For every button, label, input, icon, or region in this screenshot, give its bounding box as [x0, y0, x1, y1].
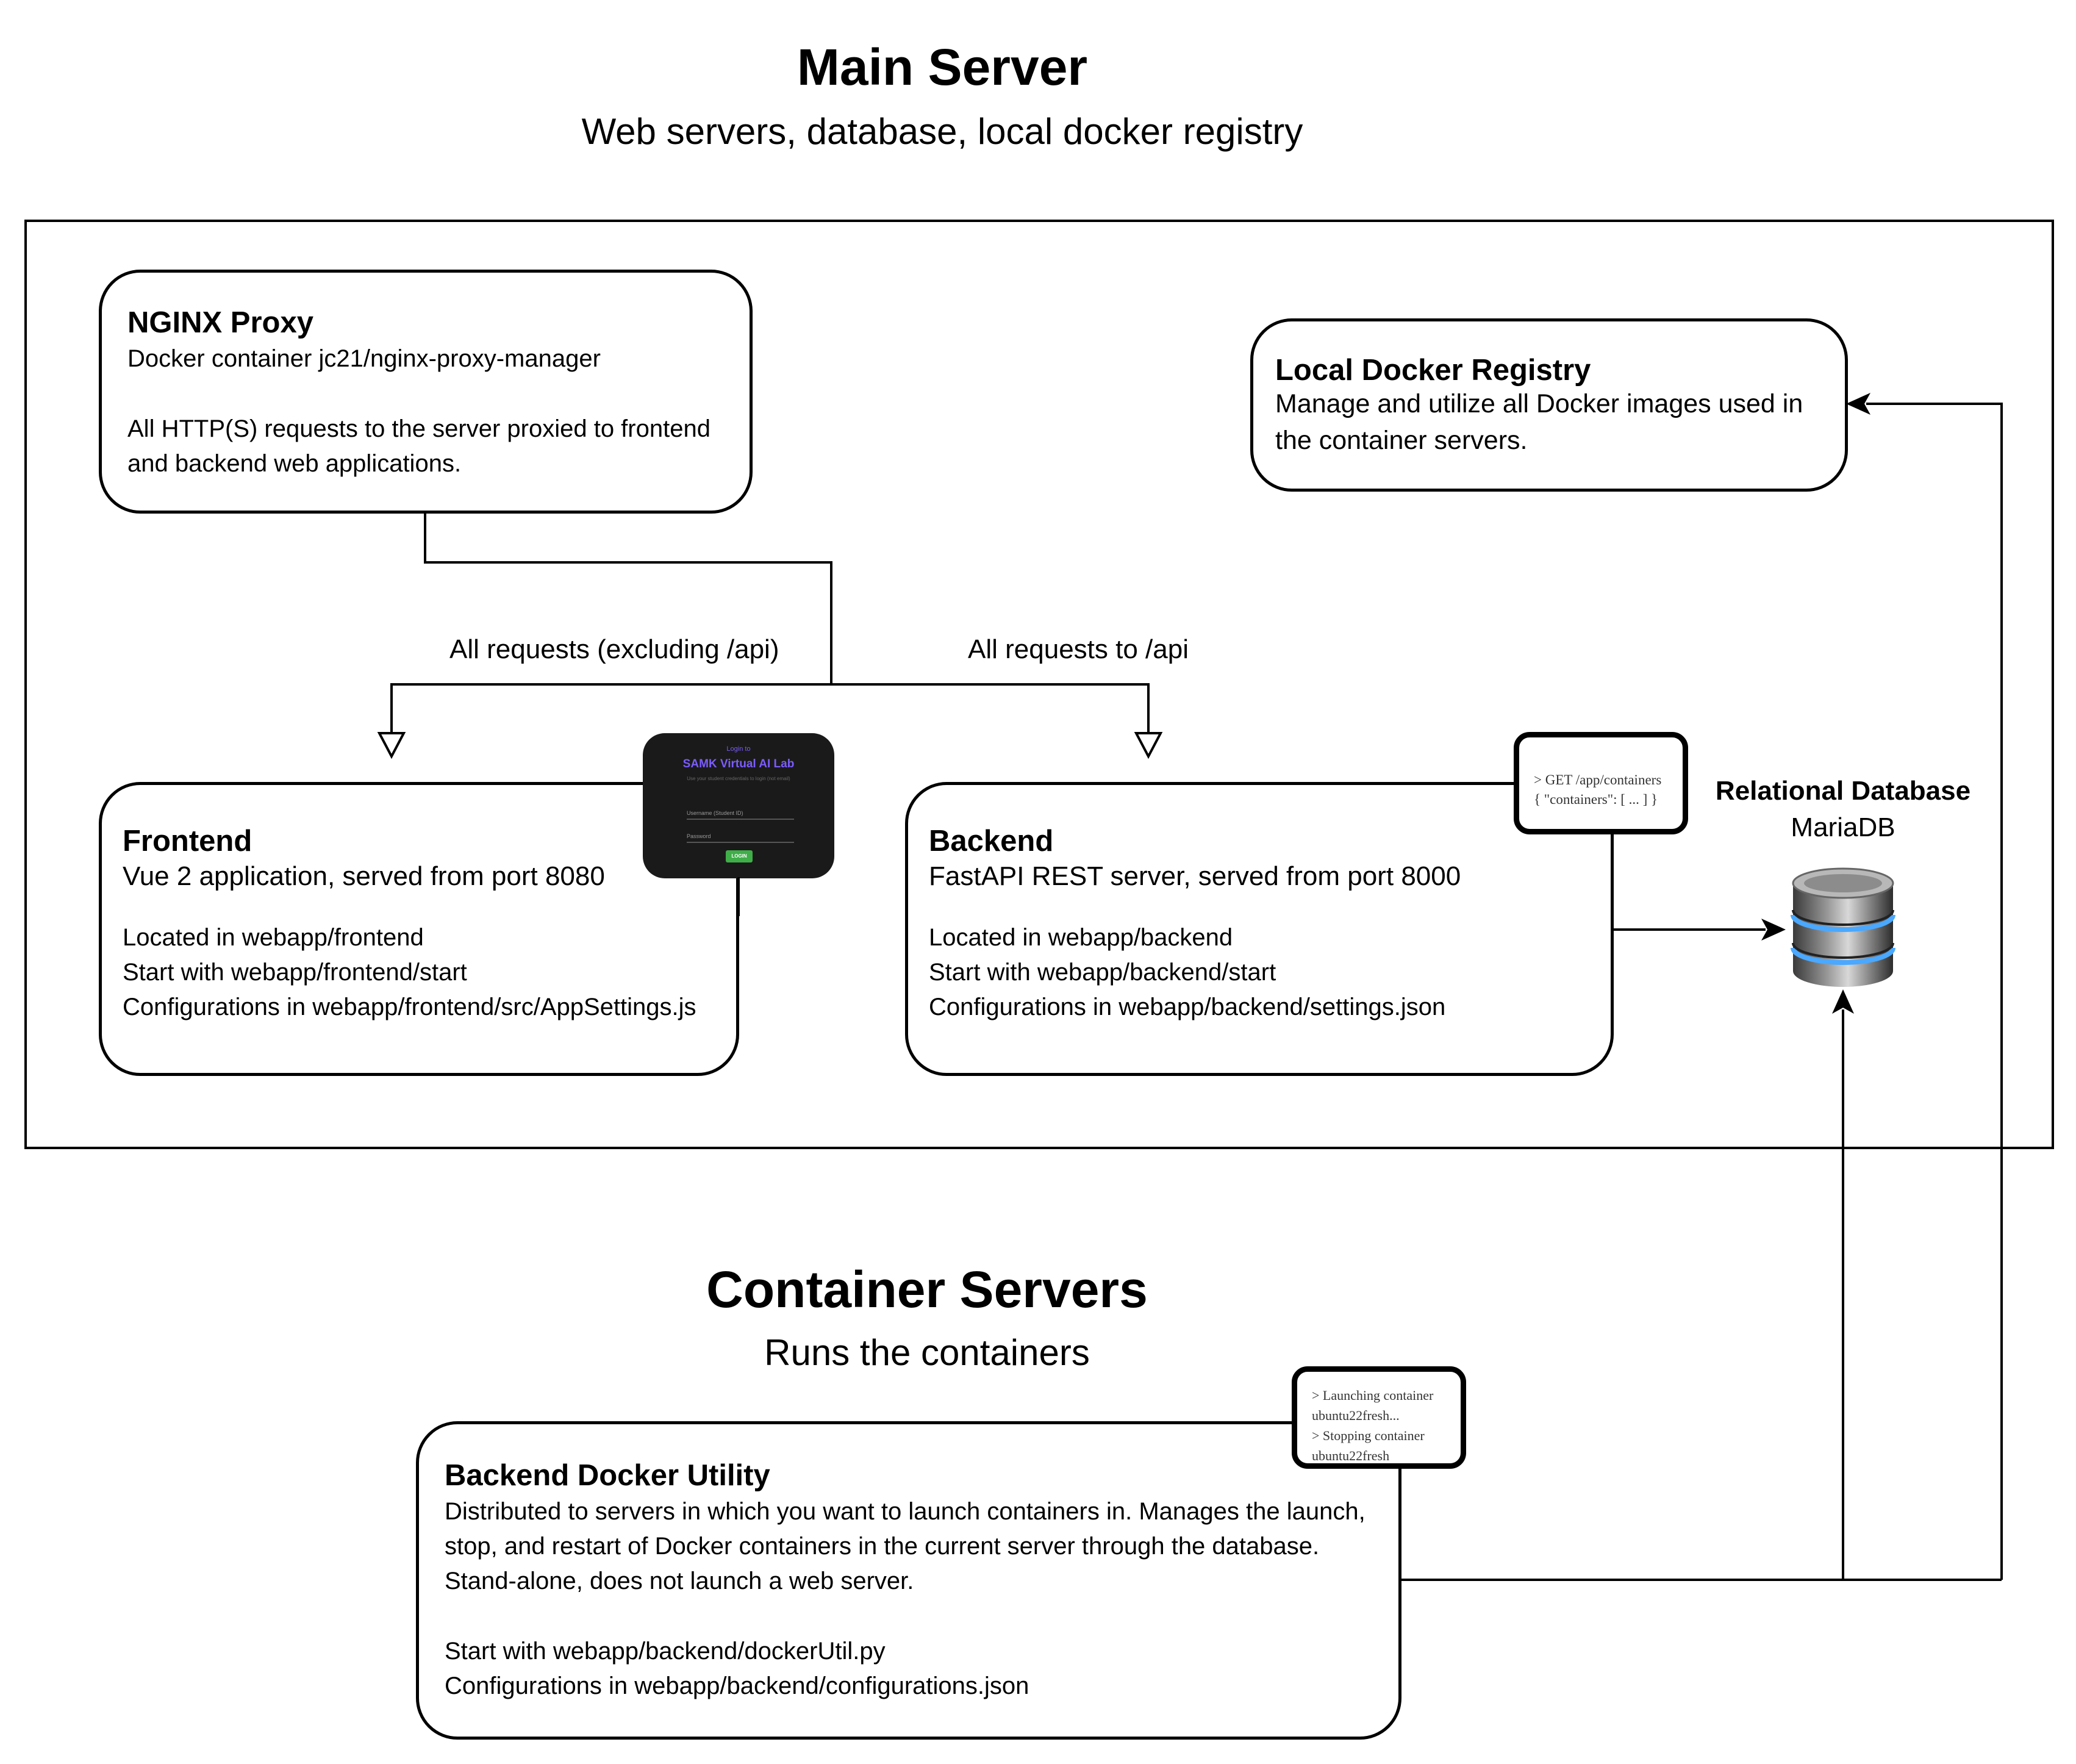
docker-utility-line3: Stand-alone, does not launch a web serve…: [445, 1568, 914, 1594]
backend-terminal-line1: > GET /app/containers: [1534, 772, 1662, 787]
backend-terminal-connector: [1611, 833, 1613, 931]
utility-terminal-line4: ubuntu22fresh: [1312, 1448, 1390, 1463]
login-button[interactable]: LOGIN: [726, 850, 753, 862]
frontend-subtitle: Vue 2 application, served from port 8080: [123, 861, 605, 891]
main-server-subtitle: Web servers, database, local docker regi…: [581, 111, 1303, 152]
frontend-box: Frontend Vue 2 application, served from …: [99, 782, 739, 1076]
backend-terminal: > GET /app/containers { "containers": [ …: [1514, 732, 1688, 834]
docker-utility-title: Backend Docker Utility: [445, 1459, 770, 1492]
database-icon: [1791, 867, 1895, 987]
backend-terminal-line2: { "containers": [ ... ] }: [1534, 792, 1658, 807]
backend-box: Backend FastAPI REST server, served from…: [905, 782, 1614, 1076]
registry-title: Local Docker Registry: [1275, 354, 1591, 387]
registry-line2: the container servers.: [1275, 426, 1528, 455]
login-username-field[interactable]: [687, 819, 794, 820]
arrowhead-registry: [1846, 393, 1870, 415]
backend-line2: Start with webapp/backend/start: [929, 959, 1276, 986]
backend-title: Backend: [929, 825, 1054, 858]
utility-terminal-line2: ubuntu22fresh...: [1312, 1408, 1400, 1423]
docker-utility-line1: Distributed to servers in which you want…: [445, 1498, 1366, 1525]
frontend-line3: Configurations in webapp/frontend/src/Ap…: [123, 994, 696, 1020]
login-preview: Login to SAMK Virtual AI Lab Use your st…: [643, 733, 834, 878]
login-preview-connector: [737, 877, 740, 916]
login-password-field[interactable]: [687, 842, 794, 843]
frontend-line1: Located in webapp/frontend: [123, 924, 424, 951]
arrowhead-frontend: [377, 732, 406, 759]
container-servers-subtitle: Runs the containers: [764, 1332, 1090, 1373]
registry-line1: Manage and utilize all Docker images use…: [1275, 389, 1803, 418]
edge-utility-registry: [1866, 403, 2003, 1580]
edge-label-backend: All requests to /api: [968, 634, 1189, 664]
nginx-line2: All HTTP(S) requests to the server proxi…: [127, 415, 710, 442]
login-password-label: Password: [687, 833, 711, 839]
registry-box: Local Docker Registry Manage and utilize…: [1250, 318, 1848, 492]
utility-terminal: > Launching container ubuntu22fresh... >…: [1292, 1366, 1466, 1469]
utility-terminal-line1: > Launching container: [1312, 1388, 1434, 1403]
main-server-title: Main Server: [796, 38, 1088, 96]
database-title: Relational Database: [1715, 776, 1971, 806]
edge-to-backend: [831, 683, 1150, 734]
nginx-title: NGINX Proxy: [127, 306, 313, 339]
nginx-proxy-box: NGINX Proxy Docker container jc21/nginx-…: [99, 270, 753, 514]
edge-to-frontend: [390, 683, 831, 734]
arrowhead-database: [1761, 919, 1786, 941]
docker-utility-line4: Start with webapp/backend/dockerUtil.py: [445, 1638, 886, 1665]
main-server-frame: [24, 220, 2054, 1149]
utility-terminal-line3: > Stopping container: [1312, 1428, 1425, 1443]
login-heading: Login to: [726, 745, 751, 753]
arrowhead-db-up: [1832, 989, 1854, 1014]
backend-subtitle: FastAPI REST server, served from port 80…: [929, 861, 1461, 891]
login-hint: Use your student credentials to login (n…: [687, 776, 790, 781]
login-username-label: Username (Student ID): [687, 810, 743, 816]
docker-utility-box: Backend Docker Utility Distributed to se…: [416, 1421, 1401, 1740]
docker-utility-line5: Configurations in webapp/backend/configu…: [445, 1673, 1029, 1699]
nginx-line3: and backend web applications.: [127, 450, 462, 477]
frontend-line2: Start with webapp/frontend/start: [123, 959, 467, 986]
docker-utility-line2: stop, and restart of Docker containers i…: [445, 1533, 1320, 1560]
frontend-title: Frontend: [123, 825, 252, 858]
database-subtitle: MariaDB: [1791, 812, 1895, 842]
edge-label-frontend: All requests (excluding /api): [449, 634, 779, 664]
backend-line1: Located in webapp/backend: [929, 924, 1233, 951]
nginx-line1: Docker container jc21/nginx-proxy-manage…: [127, 345, 601, 372]
container-servers-title: Container Servers: [706, 1261, 1148, 1318]
backend-line3: Configurations in webapp/backend/setting…: [929, 994, 1446, 1020]
edge-nginx-trunk: [424, 512, 832, 684]
login-app-name: SAMK Virtual AI Lab: [682, 758, 795, 770]
arrowhead-backend: [1134, 732, 1163, 759]
